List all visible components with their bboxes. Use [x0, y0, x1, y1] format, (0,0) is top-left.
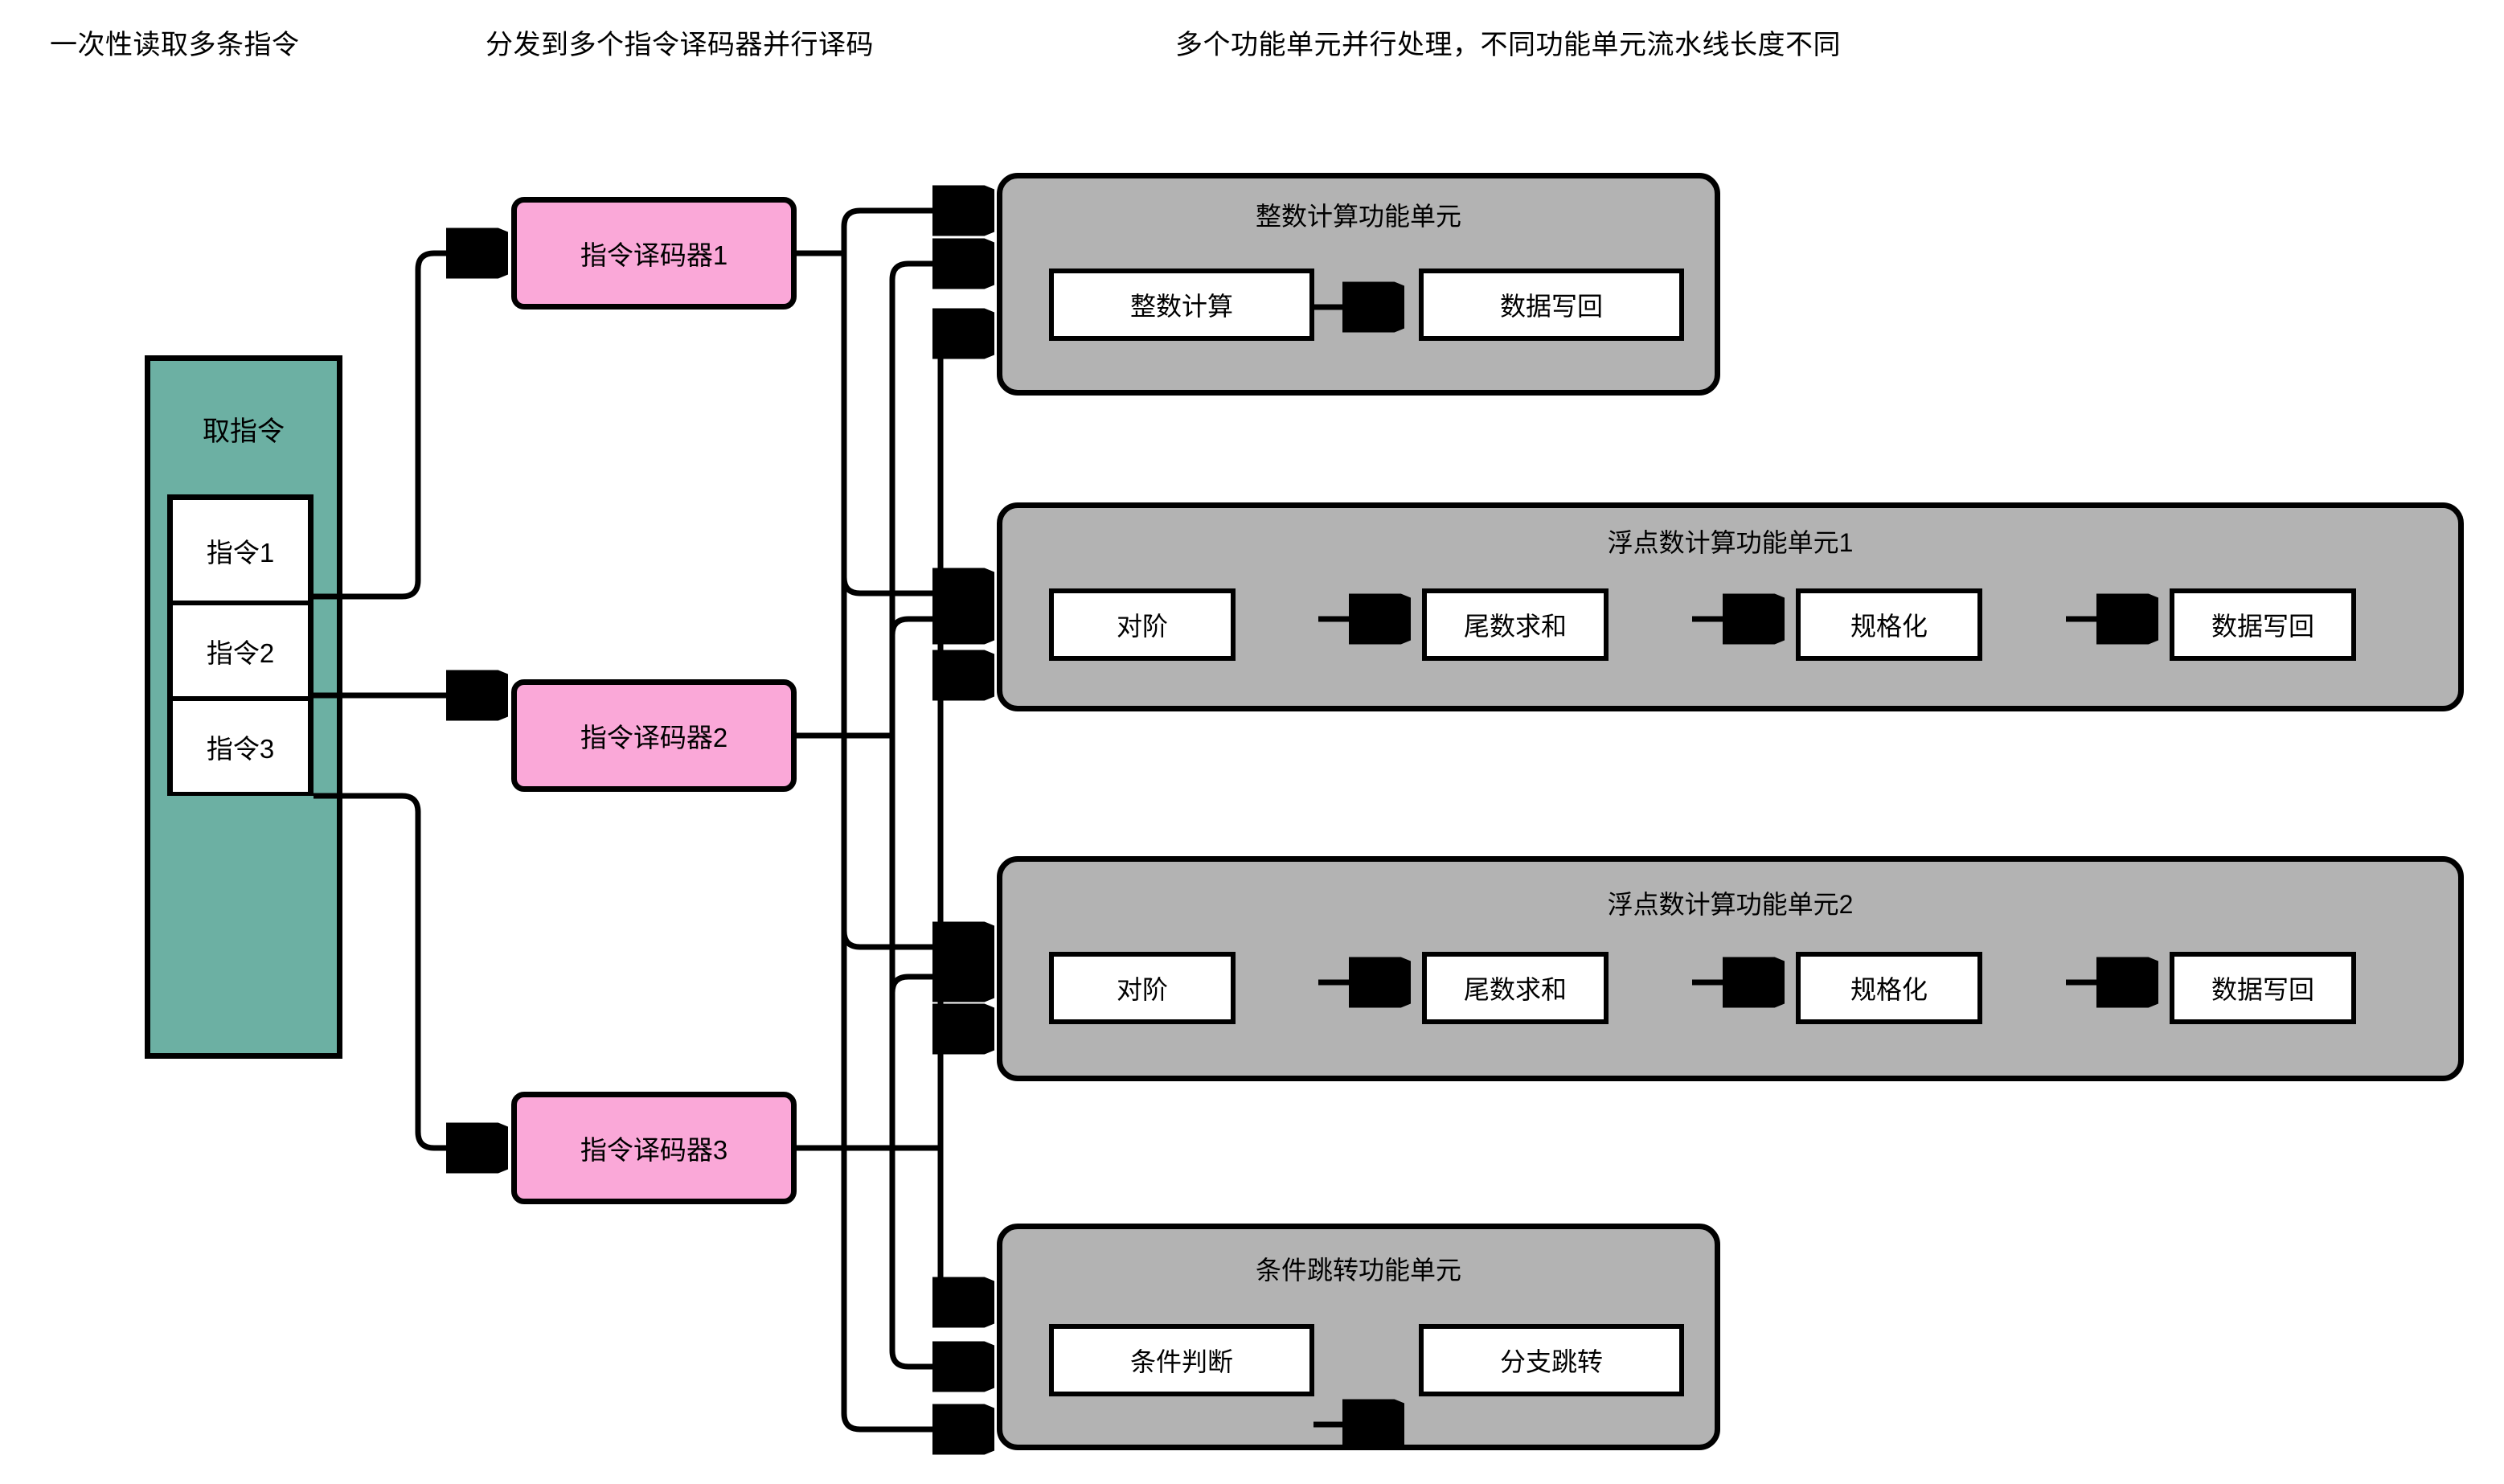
- fetch-unit-title: 取指令: [203, 416, 285, 447]
- stage-f1-writeback[interactable]: 数据写回: [2170, 588, 2356, 661]
- stage-integer-compute[interactable]: 整数计算: [1049, 269, 1314, 341]
- stage-f2-align[interactable]: 对阶: [1049, 952, 1236, 1024]
- instruction-item-3[interactable]: 指令3: [173, 696, 308, 792]
- instruction-decoder-1[interactable]: 指令译码器1: [511, 197, 797, 310]
- stage-f1-align[interactable]: 对阶: [1049, 588, 1236, 661]
- stage-f2-writeback[interactable]: 数据写回: [2170, 952, 2356, 1024]
- functional-unit-branch: 条件跳转功能单元 条件判断 分支跳转: [997, 1224, 1720, 1450]
- functional-unit-branch-title: 条件跳转功能单元: [1255, 1256, 1461, 1285]
- header-note-decode: 分发到多个指令译码器并行译码: [486, 30, 874, 60]
- decoder1-fanout-wires: [797, 211, 989, 1429]
- instruction-item-2[interactable]: 指令2: [173, 601, 308, 696]
- functional-unit-float-2: 浮点数计算功能单元2 对阶 尾数求和 规格化 数据写回: [997, 856, 2464, 1081]
- stage-branch-jump[interactable]: 分支跳转: [1419, 1324, 1684, 1396]
- stage-f1-normalize[interactable]: 规格化: [1796, 588, 1982, 661]
- instruction-decoder-3[interactable]: 指令译码器3: [511, 1092, 797, 1204]
- stage-f2-mantissa-sum[interactable]: 尾数求和: [1422, 952, 1609, 1024]
- header-note-fetch: 一次性读取多条指令: [50, 30, 300, 60]
- functional-unit-float-2-title: 浮点数计算功能单元2: [1607, 890, 1854, 919]
- stage-f1-mantissa-sum[interactable]: 尾数求和: [1422, 588, 1609, 661]
- decoder2-fanout-wires: [797, 264, 989, 1367]
- functional-unit-integer: 整数计算功能单元 整数计算 数据写回: [997, 173, 1720, 396]
- instruction-queue: 指令1 指令2 指令3: [167, 494, 314, 796]
- stage-integer-writeback[interactable]: 数据写回: [1419, 269, 1684, 341]
- decoder3-fanout-wires: [797, 334, 989, 1302]
- functional-unit-float-1-title: 浮点数计算功能单元1: [1607, 528, 1854, 557]
- instruction-decoder-2[interactable]: 指令译码器2: [511, 679, 797, 792]
- header-note-execute: 多个功能单元并行处理，不同功能单元流水线长度不同: [1175, 30, 1841, 60]
- functional-unit-integer-title: 整数计算功能单元: [1255, 202, 1461, 231]
- stage-branch-condition[interactable]: 条件判断: [1049, 1324, 1314, 1396]
- stage-f2-normalize[interactable]: 规格化: [1796, 952, 1982, 1024]
- instruction-item-1[interactable]: 指令1: [173, 500, 308, 601]
- functional-unit-float-1: 浮点数计算功能单元1 对阶 尾数求和 规格化 数据写回: [997, 502, 2464, 711]
